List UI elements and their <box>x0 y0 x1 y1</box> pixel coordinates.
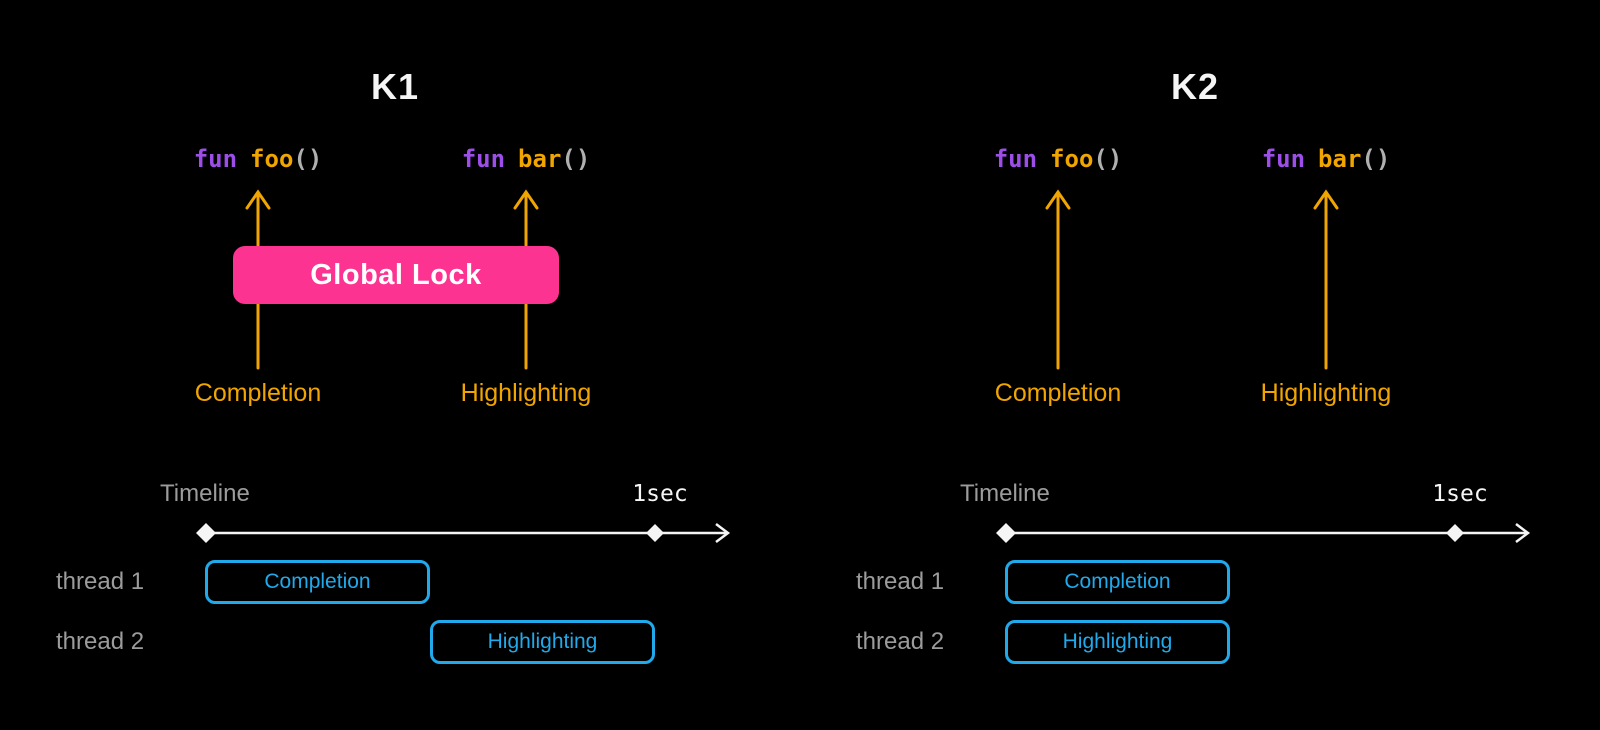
timeline-label: Timeline <box>160 480 250 507</box>
code-keyword: fun <box>193 145 238 173</box>
completion-label: Completion <box>994 379 1122 407</box>
thread-1-row: thread 1 Completion <box>800 558 1600 606</box>
code-keyword: fun <box>993 145 1038 173</box>
highlighting-task-bar: Highlighting <box>430 620 655 664</box>
code-keyword: fun <box>461 145 506 173</box>
one-sec-label: 1sec <box>1432 481 1488 507</box>
task-bar-label: Completion <box>264 570 371 593</box>
thread-1-track: Completion <box>205 558 655 606</box>
thread-2-label: thread 2 <box>56 628 145 655</box>
timeline-axis <box>196 523 731 543</box>
thread-1-row: thread 1 Completion <box>0 558 800 606</box>
timeline-label: Timeline <box>960 480 1050 507</box>
completion-task-bar: Completion <box>205 560 430 604</box>
code-function-name: foo <box>1050 145 1094 173</box>
highlighting-task-bar: Highlighting <box>1005 620 1230 664</box>
code-function-name: foo <box>250 145 294 173</box>
thread-2-track: Highlighting <box>205 618 655 666</box>
highlighting-label: Highlighting <box>460 379 592 407</box>
up-arrow-icon <box>1045 189 1071 370</box>
code-function-name: bar <box>518 145 562 173</box>
up-arrow-icon <box>1313 189 1339 370</box>
thread-1-label: thread 1 <box>856 568 945 595</box>
thread-1-track: Completion <box>1005 558 1455 606</box>
code-parens: () <box>293 145 323 173</box>
code-parens: () <box>1361 145 1391 173</box>
code-parens: () <box>561 145 591 173</box>
thread-2-row: thread 2 Highlighting <box>800 618 1600 666</box>
completion-label: Completion <box>194 379 322 407</box>
code-keyword: fun <box>1261 145 1306 173</box>
thread-2-label: thread 2 <box>856 628 945 655</box>
panel-title-k1: K1 <box>370 66 420 107</box>
thread-2-row: thread 2 Highlighting <box>0 618 800 666</box>
thread-2-track: Highlighting <box>1005 618 1455 666</box>
completion-task-bar: Completion <box>1005 560 1230 604</box>
thread-1-label: thread 1 <box>56 568 145 595</box>
highlighting-label: Highlighting <box>1260 379 1392 407</box>
code-function-name: bar <box>1318 145 1362 173</box>
global-lock-badge: Global Lock <box>233 246 559 304</box>
code-parens: () <box>1093 145 1123 173</box>
task-bar-label: Highlighting <box>1062 630 1173 653</box>
timeline-axis <box>996 523 1531 543</box>
one-sec-label: 1sec <box>632 481 688 507</box>
task-bar-label: Completion <box>1064 570 1171 593</box>
panel-title-k2: K2 <box>1170 66 1220 107</box>
task-bar-label: Highlighting <box>487 630 598 653</box>
